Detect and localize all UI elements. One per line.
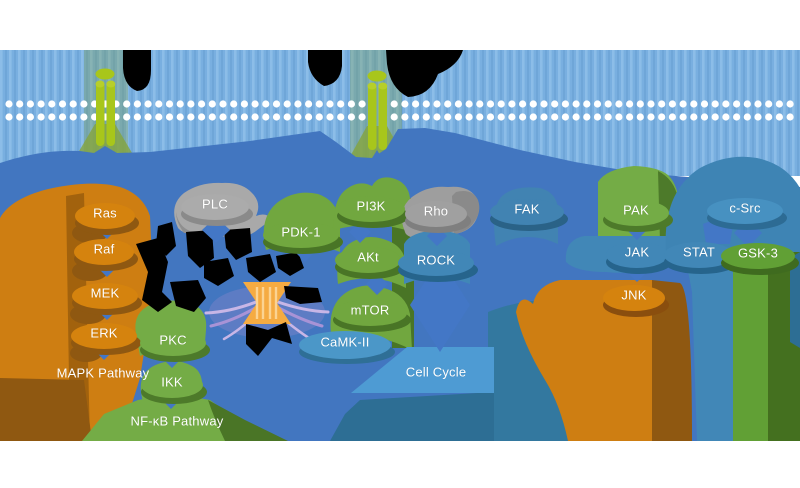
lipid-bilayer-icon — [5, 100, 799, 121]
node-ledges — [71, 194, 799, 404]
stat-region — [680, 238, 733, 441]
ligand-silhouette — [123, 50, 463, 97]
arrow-diamond-icon — [410, 258, 470, 352]
ligand-silhouette — [136, 222, 322, 356]
cell-cycle-box — [351, 347, 494, 393]
receptor-icon — [75, 68, 135, 158]
jnk-region — [516, 280, 652, 441]
receptor-icon — [347, 70, 407, 162]
